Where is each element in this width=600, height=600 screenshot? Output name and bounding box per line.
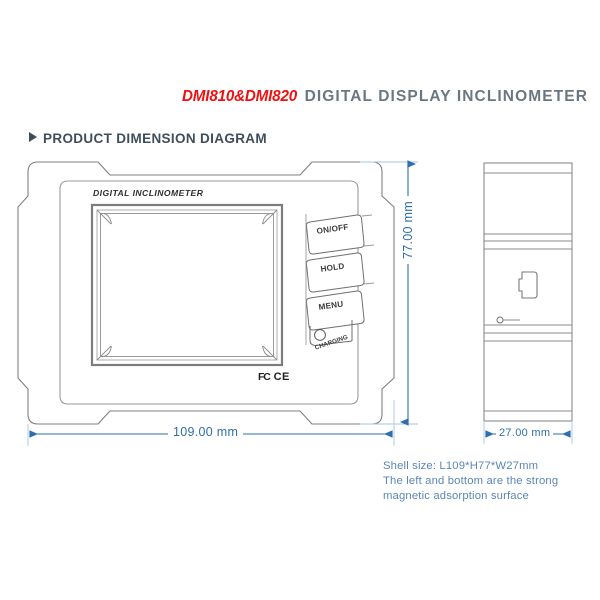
- button-panel-edges: [305, 214, 375, 345]
- note-line-2: The left and bottom are the strong: [383, 475, 559, 488]
- section-heading-label: PRODUCT DIMENSION DIAGRAM: [43, 131, 267, 146]
- dimension-height-label: 77.00 mm: [401, 196, 415, 264]
- button-on-off[interactable]: [305, 214, 365, 255]
- fc-mark-icon: FC: [258, 371, 271, 383]
- button-hold[interactable]: [305, 252, 365, 293]
- device-brand-label: DIGITAL INCLINOMETER: [93, 188, 204, 198]
- dimension-width: [27, 400, 395, 446]
- lcd-screen: [90, 203, 284, 367]
- product-name-text: DIGITAL DISPLAY INCLINOMETER: [304, 88, 588, 105]
- triangle-right-icon: [29, 132, 37, 142]
- device-face-plate: [59, 180, 359, 405]
- product-model-text: DMI810&DMI820: [181, 88, 297, 105]
- led-circle-icon: [314, 329, 326, 341]
- device-side-view: [483, 162, 573, 422]
- dimension-width-label: 109.00 mm: [168, 425, 244, 439]
- charging-indicator: [309, 320, 353, 347]
- ce-mark-icon: CE: [273, 371, 290, 383]
- page-title: DMI810&DMI820 DIGITAL DISPLAY INCLINOMETE…: [0, 88, 588, 106]
- dimension-depth-label: 27.00 mm: [496, 427, 554, 439]
- note-line-1: Shell size: L109*H77*W27mm: [383, 460, 539, 472]
- button-menu[interactable]: [305, 290, 365, 331]
- note-line-3: magnetic adsorption surface: [383, 490, 529, 503]
- shell-size-note: Shell size: L109*H77*W27mm The left and …: [383, 459, 558, 505]
- section-heading: PRODUCT DIMENSION DIAGRAM: [29, 131, 267, 146]
